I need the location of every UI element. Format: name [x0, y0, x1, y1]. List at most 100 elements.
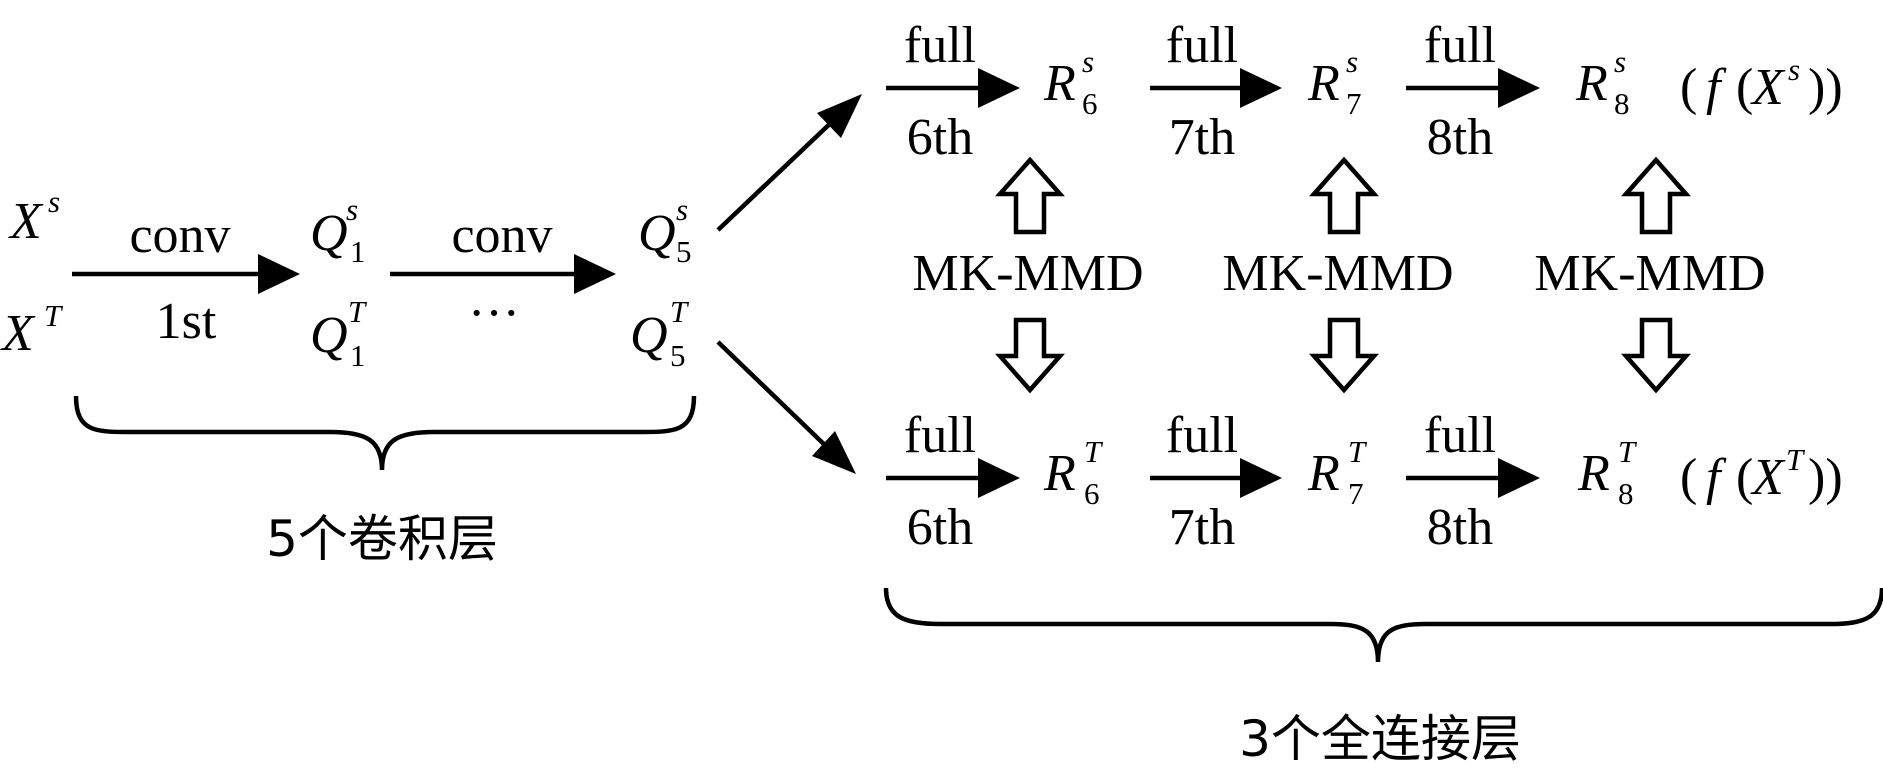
- conv-arrow-1-top-label: conv: [129, 207, 230, 264]
- fc-bottom-arrow-8-top-label: full: [1424, 407, 1496, 464]
- q1-source-node: Q s 1: [310, 192, 366, 269]
- fc-bottom-arrow-6-bottom-label: 6th: [907, 499, 973, 556]
- q1-target-sup: T: [348, 294, 368, 329]
- q1-source-sup: s: [346, 192, 358, 227]
- r7-target-sub: 7: [1348, 476, 1364, 511]
- q5-source-sub: 5: [676, 234, 692, 269]
- r8-target-sup: T: [1618, 434, 1638, 469]
- mmd-down-arrow-8: [1621, 317, 1691, 394]
- q1-source-sub: 1: [350, 234, 366, 269]
- mmd-label-7: MK-MMD: [1222, 245, 1453, 302]
- conv-arrow-2-top-label: conv: [451, 207, 552, 264]
- fc-top-arrow-8-top-label: full: [1424, 17, 1496, 74]
- r8-source-sub: 8: [1614, 86, 1630, 121]
- diagonal-arrow-target: [716, 340, 856, 474]
- conv-layers-brace: [73, 395, 697, 471]
- q1-target-base: Q: [310, 307, 348, 364]
- conv-arrow-1-bottom-label: 1st: [156, 293, 217, 350]
- output-source-lparen: (: [1736, 59, 1753, 116]
- r8-target-sub: 8: [1618, 476, 1634, 511]
- r7-source-base: R: [1307, 55, 1340, 112]
- q5-source-node: Q s 5: [638, 192, 692, 269]
- mmd-down-arrow-7: [1309, 317, 1379, 394]
- input-target-base: X: [0, 305, 36, 362]
- output-target-expression: ( f ( X T )): [1680, 442, 1843, 506]
- diagonal-arrow-source: [716, 94, 862, 232]
- input-source-label: X s: [8, 184, 60, 250]
- r6-source-base: R: [1043, 55, 1076, 112]
- r7-target-node: R T 7: [1307, 434, 1368, 511]
- fc-bottom-arrow-7: [1150, 458, 1282, 498]
- r6-source-node: R s 6: [1043, 44, 1098, 121]
- mmd-label-8: MK-MMD: [1534, 245, 1765, 302]
- output-source-f: f: [1706, 59, 1727, 116]
- input-source-sup: s: [48, 184, 60, 219]
- fc-bottom-arrow-8-bottom-label: 8th: [1427, 499, 1493, 556]
- fc-top-arrow-7-top-label: full: [1166, 17, 1238, 74]
- output-target-sup: T: [1786, 442, 1806, 477]
- fc-bottom-arrow-6: [886, 458, 1020, 498]
- fc-bottom-arrow-8: [1406, 458, 1540, 498]
- input-target-sup: T: [44, 298, 64, 333]
- input-source-base: X: [8, 193, 44, 250]
- r6-target-sup: T: [1084, 434, 1104, 469]
- mmd-up-arrow-8: [1621, 156, 1691, 235]
- fc-top-arrow-6-top-label: full: [904, 17, 976, 74]
- q5-target-sub: 5: [670, 338, 686, 373]
- output-source-x: X: [1750, 59, 1786, 116]
- r8-target-node: R T 8: [1577, 434, 1638, 511]
- r8-source-base: R: [1575, 55, 1608, 112]
- output-source-sup: s: [1788, 52, 1800, 87]
- q1-source-base: Q: [310, 205, 348, 262]
- output-target-close: )): [1808, 449, 1843, 506]
- output-source-open-paren: (: [1680, 59, 1697, 116]
- q5-source-base: Q: [638, 205, 676, 262]
- q1-target-sub: 1: [350, 338, 366, 373]
- input-target-label: X T: [0, 298, 64, 362]
- mmd-label-6: MK-MMD: [912, 245, 1143, 302]
- fc-bottom-arrow-6-top-label: full: [904, 407, 976, 464]
- conv-layers-label: 5个卷积层: [266, 510, 498, 568]
- fc-top-arrow-6: [886, 68, 1020, 108]
- q5-source-sup: s: [676, 192, 688, 227]
- r7-target-base: R: [1307, 445, 1340, 502]
- output-source-close: )): [1808, 59, 1843, 116]
- r8-source-node: R s 8: [1575, 44, 1630, 121]
- fc-top-arrow-6-bottom-label: 6th: [907, 109, 973, 166]
- r6-target-sub: 6: [1084, 476, 1100, 511]
- conv-arrow-1: [72, 254, 300, 294]
- fc-top-arrow-7-bottom-label: 7th: [1169, 109, 1235, 166]
- output-target-x: X: [1750, 449, 1786, 506]
- q1-target-node: Q T 1: [310, 294, 368, 373]
- output-source-expression: ( f ( X s )): [1680, 52, 1843, 116]
- q5-target-sup: T: [670, 294, 690, 329]
- fc-bottom-arrow-7-bottom-label: 7th: [1169, 499, 1235, 556]
- r7-source-node: R s 7: [1307, 44, 1362, 121]
- r8-source-sup: s: [1614, 44, 1626, 79]
- q5-target-node: Q T 5: [630, 294, 690, 373]
- fc-top-arrow-8: [1406, 68, 1540, 108]
- conv-arrow-2: [390, 254, 616, 294]
- mmd-down-arrow-6: [995, 317, 1065, 394]
- fc-layers-brace: [883, 587, 1883, 663]
- r6-target-node: R T 6: [1043, 434, 1104, 511]
- fc-top-arrow-8-bottom-label: 8th: [1427, 109, 1493, 166]
- r8-target-base: R: [1577, 445, 1610, 502]
- q5-target-base: Q: [630, 307, 668, 364]
- mmd-up-arrow-6: [995, 156, 1065, 235]
- r6-target-base: R: [1043, 445, 1076, 502]
- r7-target-sup: T: [1348, 434, 1368, 469]
- mmd-up-arrow-7: [1309, 156, 1379, 235]
- output-target-open-paren: (: [1680, 449, 1697, 506]
- fc-top-arrow-7: [1150, 68, 1282, 108]
- r7-source-sup: s: [1346, 44, 1358, 79]
- r6-source-sup: s: [1082, 44, 1094, 79]
- fc-bottom-arrow-7-top-label: full: [1166, 407, 1238, 464]
- output-target-f: f: [1706, 449, 1727, 506]
- conv-arrow-2-ellipsis: ···: [468, 285, 520, 342]
- r6-source-sub: 6: [1082, 86, 1098, 121]
- r7-source-sub: 7: [1346, 86, 1362, 121]
- output-target-lparen: (: [1736, 449, 1753, 506]
- fc-layers-label: 3个全连接层: [1239, 710, 1521, 768]
